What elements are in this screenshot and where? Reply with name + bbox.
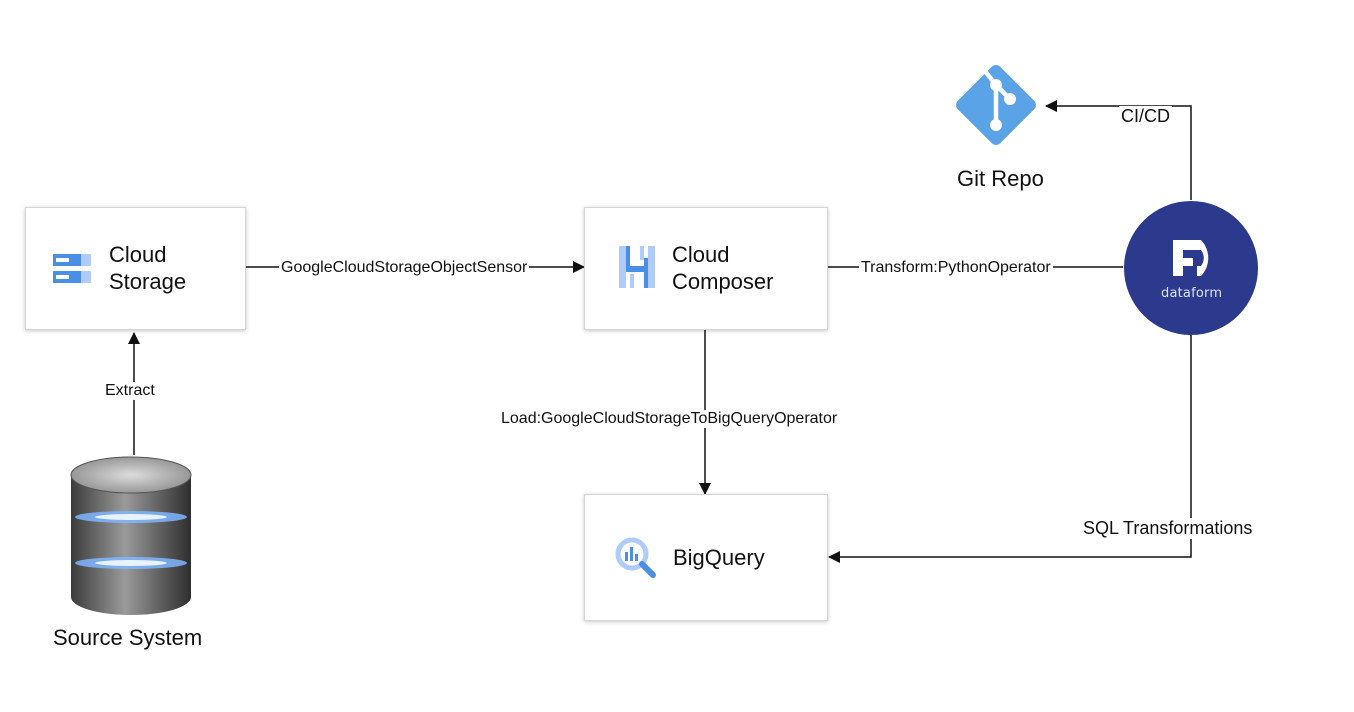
source-system-label: Source System <box>53 625 203 650</box>
git-repo-label: Git Repo <box>957 166 1044 191</box>
bigquery-icon <box>615 537 656 578</box>
cloud-storage-node: Cloud Storage <box>25 207 246 330</box>
database-icon <box>70 456 192 615</box>
edge-label-load: Load:GoogleCloudStorageToBigQueryOperato… <box>499 410 840 428</box>
edge-label-extract: Extract <box>103 382 157 400</box>
git-icon <box>956 65 1036 145</box>
edge-label-sensor: GoogleCloudStorageObjectSensor <box>279 259 530 277</box>
cloud-storage-label: Cloud Storage <box>109 242 187 294</box>
cloud-storage-icon <box>53 254 91 283</box>
cloud-composer-icon <box>619 246 655 288</box>
edge-label-transform: Transform:PythonOperator <box>859 259 1053 277</box>
bigquery-node: BigQuery <box>584 494 828 621</box>
edge-label-cicd: CI/CD <box>1119 106 1172 127</box>
edge-label-sql: SQL Transformations <box>1081 518 1255 539</box>
cloud-composer-label: Cloud Composer <box>672 242 774 294</box>
dataform-logo <box>1124 201 1258 335</box>
dataform-logo-text: dataform <box>1161 286 1223 301</box>
cloud-composer-node: Cloud Composer <box>584 207 828 330</box>
bigquery-label: BigQuery <box>673 545 765 570</box>
edge-cicd <box>1045 100 1192 200</box>
edge-sql <box>828 335 1192 563</box>
